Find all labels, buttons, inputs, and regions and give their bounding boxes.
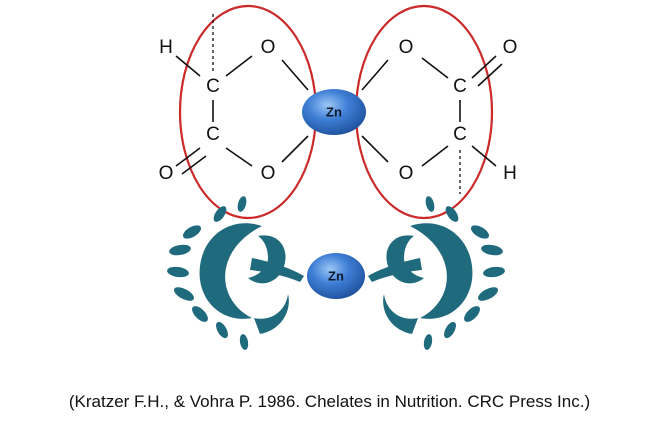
right-ligand-bonds [361, 55, 503, 194]
left-claw-stem [250, 258, 304, 282]
citation-text: (Kratzer F.H., & Vohra P. 1986. Chelates… [68, 392, 591, 411]
atom-o-top-left: O [261, 37, 276, 58]
left-ligand-bonds [175, 14, 309, 175]
left-chelate-ring [178, 4, 318, 220]
zinc-ion-bottom [307, 253, 365, 299]
atom-o-top-inner-right: O [399, 37, 414, 58]
crab-claw-illustration [166, 195, 506, 351]
right-chelate-ring [354, 4, 494, 220]
zinc-label-bottom: Zn [328, 268, 344, 283]
atom-o-bottom-outer-left: O [159, 163, 174, 184]
atom-h-right: H [503, 163, 517, 184]
atom-o-bottom-inner-right: O [399, 163, 414, 184]
atom-c-top-right: C [453, 76, 467, 97]
zinc-label-top: Zn [326, 104, 342, 119]
atom-c-bottom-right: C [453, 124, 467, 145]
right-claw-stem [368, 258, 422, 282]
atom-h-left: H [159, 37, 173, 58]
atom-c-top-left: C [206, 76, 220, 97]
atom-c-bottom-left: C [206, 124, 220, 145]
zinc-ion-top [302, 89, 366, 135]
atom-o-top-outer-right: O [503, 37, 518, 58]
atom-o-bottom-inner-left: O [261, 163, 276, 184]
